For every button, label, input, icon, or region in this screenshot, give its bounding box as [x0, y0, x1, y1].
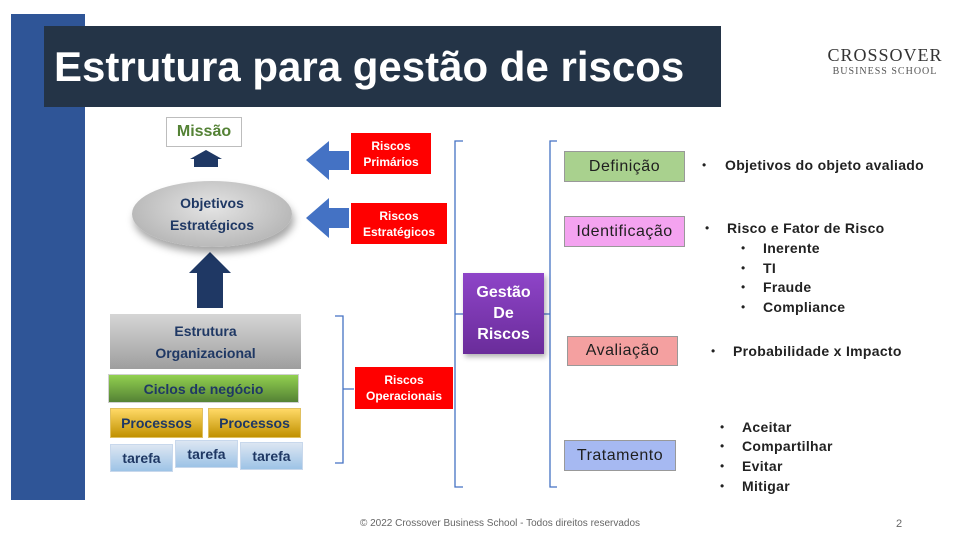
- bullet-icon: •: [720, 420, 725, 434]
- detalhe-identificacao: Risco e Fator de Risco: [727, 220, 885, 236]
- operacionais-line1: Riscos: [384, 373, 424, 387]
- large-up-arrow-icon: [189, 252, 231, 308]
- missao-box: Missão: [166, 117, 242, 147]
- detalhe-evitar: Evitar: [742, 458, 783, 474]
- tarefa-box-1: tarefa: [110, 444, 173, 472]
- bullet-icon: •: [741, 280, 746, 294]
- bracket-operacionais: [335, 315, 354, 464]
- estrutura-line1: Estrutura: [174, 322, 237, 339]
- small-up-arrow-icon: [190, 150, 222, 167]
- categoria-tratamento: Tratamento: [564, 440, 676, 471]
- detalhe-mitigar: Mitigar: [742, 478, 790, 494]
- detalhe-definicao: Objetivos do objeto avaliado: [725, 157, 924, 173]
- bullet-icon: •: [711, 344, 716, 358]
- detalhe-aceitar: Aceitar: [742, 419, 792, 435]
- processos-box-2: Processos: [208, 408, 301, 438]
- bullet-icon: •: [720, 459, 725, 473]
- logo-subtitle: BUSINESS SCHOOL: [832, 66, 938, 77]
- left-arrow-primarios-icon: [306, 141, 349, 180]
- detalhe-compliance: Compliance: [763, 299, 846, 315]
- categoria-definicao: Definição: [564, 151, 685, 182]
- objetivos-line2: Estratégicos: [169, 217, 255, 233]
- estrategicos-line2: Estratégicos: [362, 224, 436, 239]
- detalhe-ti: TI: [763, 260, 777, 276]
- operacionais-line2: Operacionais: [365, 389, 443, 403]
- detalhe-inerente: Inerente: [763, 240, 820, 256]
- estrutura-line2: Organizacional: [155, 344, 256, 361]
- slide-title: Estrutura para gestão de riscos: [44, 26, 721, 107]
- gestao-riscos-box: Gestão De Riscos: [463, 273, 544, 354]
- primarios-line2: Primários: [363, 154, 419, 169]
- left-arrow-estrategicos-icon: [306, 198, 349, 238]
- categoria-identificacao: Identificação: [564, 216, 685, 247]
- detalhe-compartilhar: Compartilhar: [742, 438, 833, 454]
- bullet-icon: •: [741, 300, 746, 314]
- categoria-avaliacao: Avaliação: [567, 336, 678, 366]
- bullet-icon: •: [741, 241, 746, 255]
- crossover-logo: CROSSOVER BUSINESS SCHOOL: [820, 44, 950, 92]
- bracket-riscos: [454, 140, 463, 488]
- gestao-line3: Riscos: [477, 326, 530, 343]
- bullet-icon: •: [720, 479, 725, 493]
- bullet-icon: •: [741, 261, 746, 275]
- tarefa-box-2: tarefa: [175, 440, 238, 468]
- ciclos-negocio-box: Ciclos de negócio: [108, 374, 299, 403]
- bullet-icon: •: [705, 221, 710, 235]
- objetivos-line1: Objetivos: [180, 195, 244, 211]
- bullet-icon: •: [702, 158, 707, 172]
- detalhe-fraude: Fraude: [763, 279, 812, 295]
- primarios-line1: Riscos: [371, 138, 411, 153]
- gestao-line2: De: [493, 305, 514, 322]
- estrategicos-line1: Riscos: [379, 208, 419, 223]
- bullet-icon: •: [720, 439, 725, 453]
- footer-copyright: © 2022 Crossover Business School - Todos…: [359, 518, 641, 529]
- processos-box-1: Processos: [110, 408, 203, 438]
- tarefa-box-3: tarefa: [240, 442, 303, 470]
- bracket-categories: [544, 140, 557, 488]
- detalhe-avaliacao: Probabilidade x Impacto: [733, 343, 902, 359]
- page-number: 2: [896, 518, 903, 530]
- gestao-line1: Gestão: [476, 284, 531, 301]
- logo-name: CROSSOVER: [827, 45, 943, 65]
